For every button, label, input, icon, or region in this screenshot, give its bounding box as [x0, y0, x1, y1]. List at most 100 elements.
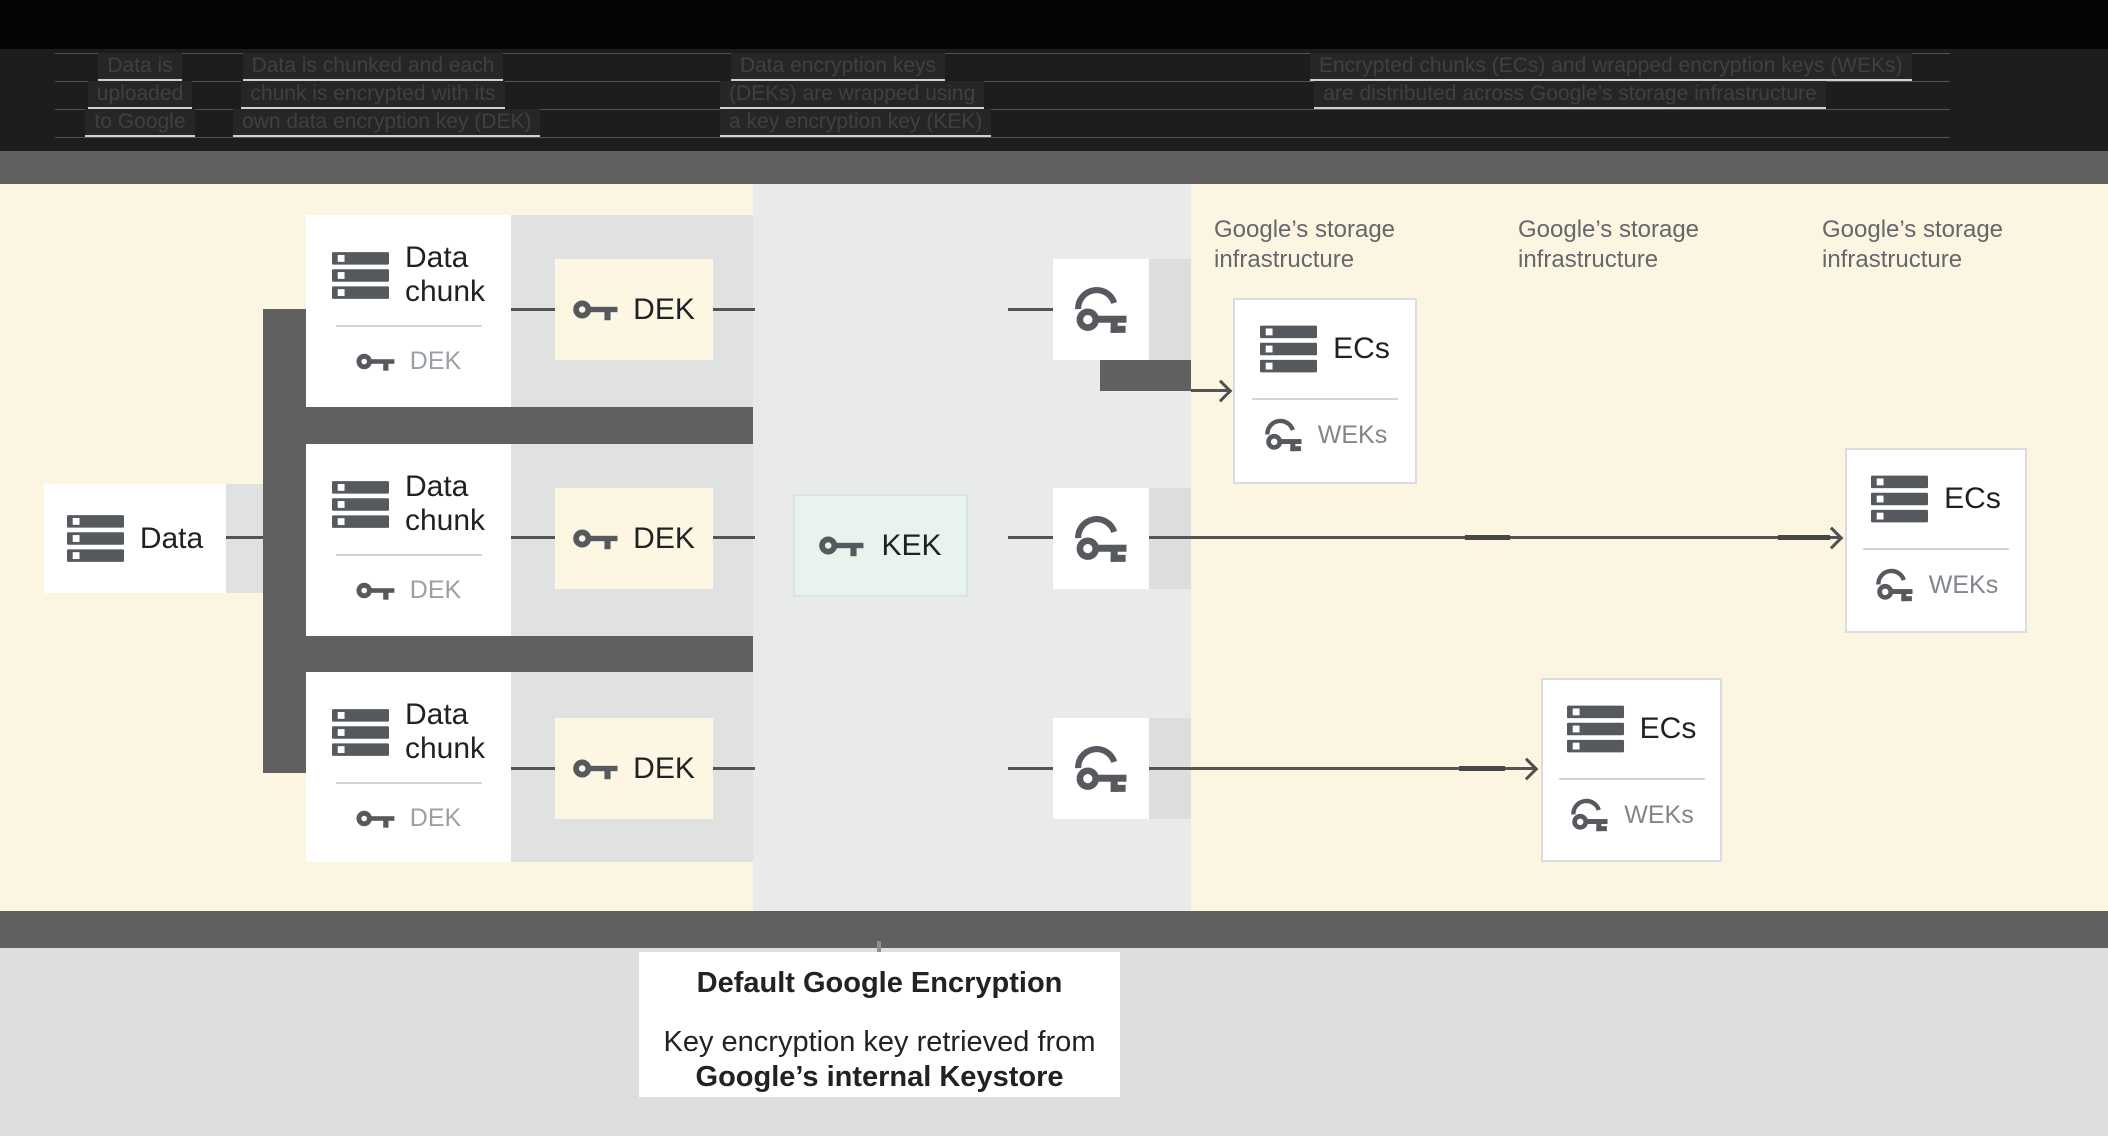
- wrapped-key-icon: [1072, 286, 1130, 334]
- legend-rule: [55, 81, 1950, 82]
- key-icon: [356, 580, 396, 601]
- ecs-divider-line: [1558, 778, 1705, 780]
- chunk-label-line1: Data: [404, 470, 469, 503]
- arrow-to-ecs1-line: [1191, 389, 1229, 392]
- legend-line: own data encryption key (DEK): [233, 109, 541, 137]
- ecs-node: ECs WEKs: [1845, 448, 2027, 633]
- chunk-label-line2: chunk: [404, 504, 486, 537]
- chunk-label-line1: Data: [404, 241, 469, 274]
- kek-label: KEK: [881, 528, 942, 562]
- legend-line: Data encryption keys: [730, 53, 946, 81]
- key-icon: [819, 533, 865, 558]
- storage-label-line: infrastructure: [1822, 246, 1963, 273]
- legend-step-upload: Data is uploaded to Google: [70, 53, 210, 137]
- connector-chunk-to-dek: [511, 536, 555, 539]
- ecs-label: ECs: [1333, 332, 1390, 365]
- storage-label-line: infrastructure: [1518, 246, 1659, 273]
- connector-to-wrapped-key: [1008, 536, 1053, 539]
- wrapped-key-icon: [1569, 798, 1610, 832]
- page-bottom-edge: [0, 1136, 2108, 1140]
- storage-label-line: Google’s storage: [1518, 216, 1700, 243]
- wrapped-key-output-bar: [1100, 360, 1191, 391]
- key-icon: [573, 526, 619, 551]
- chunk-label-line2: chunk: [404, 275, 486, 308]
- database-icon: [1567, 704, 1624, 754]
- ecs-node: ECs WEKs: [1233, 298, 1417, 484]
- chunk-dek-row: DEK: [356, 576, 461, 605]
- arrow-overlap-dash: [1465, 535, 1510, 540]
- wrapped-key-icon: [1874, 568, 1915, 602]
- database-icon: [1871, 474, 1928, 524]
- wrapped-key-node: [1053, 718, 1149, 819]
- ecs-title-row: ECs: [1871, 474, 2001, 524]
- caption-line1: Key encryption key retrieved from: [663, 1026, 1096, 1058]
- chunk-label-line1: Data: [404, 698, 469, 731]
- dek-label: DEK: [633, 751, 695, 785]
- chunk-divider-line: [335, 554, 482, 556]
- key-icon: [356, 808, 396, 829]
- dek-node: DEK: [555, 718, 713, 819]
- legend-step-wrapping: Data encryption keys (DEKs) are wrapped …: [720, 53, 992, 137]
- ecs-weks-row: WEKs: [1874, 568, 1998, 602]
- caption-connector-stub: [877, 941, 881, 953]
- database-icon: [332, 252, 389, 299]
- chunk-dek-label: DEK: [409, 576, 462, 604]
- wrapped-key-icon: [1072, 745, 1130, 793]
- connector-chunk-to-dek: [511, 308, 555, 311]
- chunk-divider-line: [335, 325, 482, 327]
- caption-line2: Google’s internal Keystore: [695, 1061, 1064, 1093]
- caption-box: Default Google Encryption Key encryption…: [639, 952, 1120, 1097]
- key-icon: [573, 756, 619, 781]
- legend-line: a key encryption key (KEK): [720, 109, 992, 137]
- arrow-to-ecs3-line: [1149, 767, 1535, 770]
- database-icon: [332, 709, 389, 756]
- diagram-main: Google’s storage infrastructure Google’s…: [0, 184, 2108, 911]
- ecs-weks-row: WEKs: [1263, 418, 1387, 452]
- legend-line: Encrypted chunks (ECs) and wrapped encry…: [1310, 53, 1912, 81]
- wrapped-key-backing: [1149, 259, 1191, 360]
- ecs-divider-line: [1252, 398, 1398, 400]
- chunk-dek-label: DEK: [409, 804, 462, 832]
- weks-label: WEKs: [1928, 570, 1999, 599]
- chunk-divider-bar: [263, 636, 753, 672]
- wrapped-key-node: [1053, 488, 1149, 589]
- connector-dek-out: [713, 308, 755, 311]
- wrapped-key-node: [1053, 259, 1149, 360]
- bottom-divider-bar: [0, 911, 2108, 948]
- legend-line: to Google: [85, 109, 195, 137]
- ecs-title-row: ECs: [1260, 324, 1390, 374]
- legend-line: Data is chunked and each: [242, 53, 504, 81]
- database-icon: [1260, 324, 1317, 374]
- arrowhead-ecs3: [1515, 757, 1539, 781]
- legend-line: Data is: [98, 53, 182, 81]
- database-icon: [67, 515, 124, 562]
- wrapped-key-icon: [1072, 515, 1130, 563]
- chunk-fanout-vertical-bar: [263, 309, 306, 773]
- arrow-overlap-dash: [1459, 766, 1505, 771]
- legend-rule: [55, 53, 1950, 54]
- connector-dek-out: [713, 767, 755, 770]
- ecs-label: ECs: [1944, 482, 2001, 515]
- legend-line: (DEKs) are wrapped using: [720, 81, 985, 109]
- storage-infrastructure-label: Google’s storage infrastructure: [1822, 215, 2082, 275]
- dek-label: DEK: [633, 521, 695, 555]
- weks-label: WEKs: [1317, 420, 1388, 449]
- chunk-divider-bar: [263, 407, 753, 444]
- kek-node: KEK: [793, 494, 968, 597]
- legend-step-distribution: Encrypted chunks (ECs) and wrapped encry…: [1310, 53, 1912, 109]
- caption-title: Default Google Encryption: [696, 967, 1063, 999]
- connector-to-wrapped-key: [1008, 308, 1053, 311]
- chunk-dek-label: DEK: [409, 347, 462, 375]
- legend-rule: [55, 137, 1950, 138]
- ecs-weks-row: WEKs: [1569, 798, 1694, 832]
- dek-node: DEK: [555, 259, 713, 360]
- arrowhead-ecs2: [1820, 526, 1844, 550]
